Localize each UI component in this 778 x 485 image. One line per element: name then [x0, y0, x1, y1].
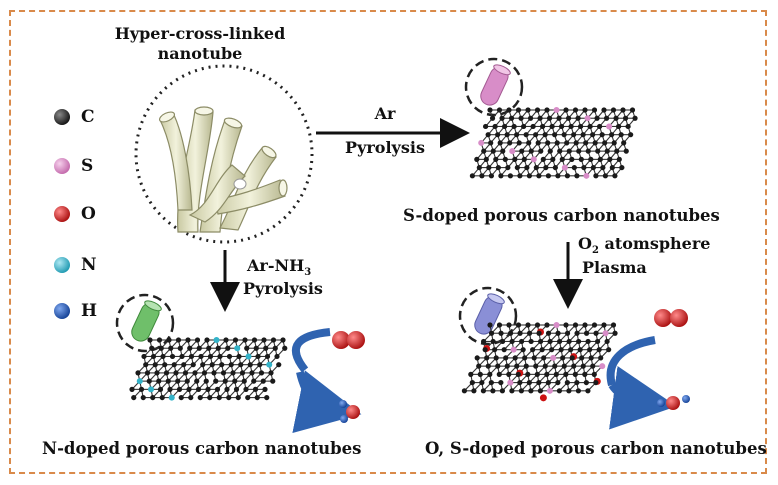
arrow-down-right-label-2: Plasma [582, 258, 647, 277]
legend-ball-o [54, 206, 70, 222]
arrow-down-right-label-1: O2 atomsphere [578, 234, 710, 256]
arrow-right-label-2: Pyrolysis [325, 138, 445, 157]
legend-ball-s [54, 158, 70, 174]
legend-label-c: C [81, 107, 95, 127]
arrow-right-label-1: Ar [340, 104, 430, 123]
s-doped-tube-badge [466, 59, 522, 115]
legend-ball-c [54, 109, 70, 125]
os-doped-oxygen-flow [611, 309, 690, 410]
legend-label-s: S [81, 156, 93, 176]
n-doped-oxygen-flow [296, 331, 365, 423]
starting-material-title: Hyper-cross-linked nanotube [110, 24, 290, 64]
legend-label-n: N [81, 255, 97, 275]
legend-balls [54, 109, 70, 319]
title-line-1: Hyper-cross-linked [110, 24, 290, 44]
n-doped-carbon-sheet [129, 337, 287, 401]
n-doped-label: N-doped porous carbon nanotubes [42, 439, 361, 458]
legend-ball-n [54, 257, 70, 273]
legend-label-h: H [81, 301, 97, 321]
legend-label-o: O [81, 204, 96, 224]
arrow-down-left-label-2: Pyrolysis [243, 279, 323, 298]
legend-ball-h [54, 303, 70, 319]
hyper-cross-linked-nanotube-illustration [136, 66, 312, 242]
os-doped-label: O, S-doped porous carbon nanotubes [425, 439, 767, 458]
title-line-2: nanotube [110, 44, 290, 64]
s-doped-label: S-doped porous carbon nanotubes [403, 206, 720, 225]
arrow-down-left-label-1: Ar-NH3 [247, 256, 311, 278]
n-doped-tube-badge [117, 295, 173, 351]
s-doped-carbon-sheet [470, 107, 638, 179]
